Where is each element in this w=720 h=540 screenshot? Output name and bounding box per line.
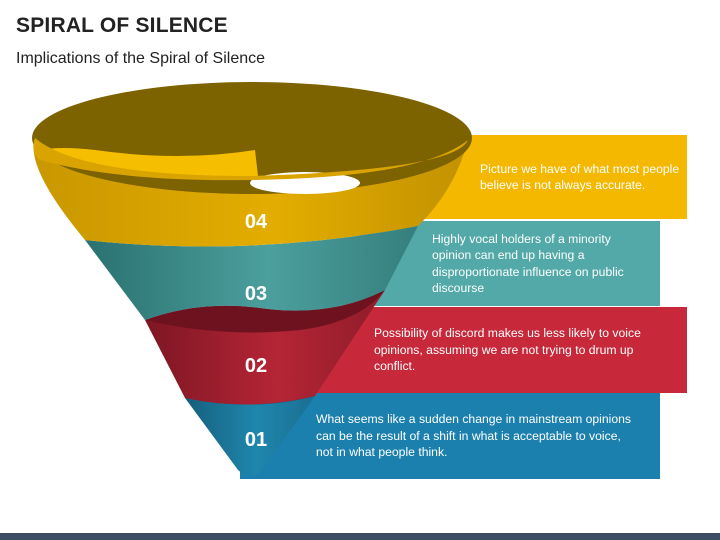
funnel-level-02: 02 (145, 290, 385, 405)
level-01-text: What seems like a sudden change in mains… (316, 412, 632, 460)
page-title: SPIRAL OF SILENCE (16, 14, 228, 37)
level-02-box: Possibility of discord makes us less lik… (300, 307, 687, 393)
level-03-number: 03 (245, 283, 267, 305)
level-03-text: Highly vocal holders of a minority opini… (432, 231, 624, 296)
bottom-bar (0, 533, 720, 540)
level-02-number: 02 (245, 355, 267, 377)
level-01-box: What seems like a sudden change in mains… (240, 393, 660, 479)
level-04-number: 04 (245, 211, 268, 233)
funnel-level-04: 04 (32, 82, 472, 247)
level-01-number: 01 (245, 429, 267, 451)
level-04-text: Picture we have of what most people beli… (480, 161, 680, 193)
level-02-text: Possibility of discord makes us less lik… (374, 326, 641, 374)
funnel-level-03: 03 (85, 226, 418, 320)
page-subtitle: Implications of the Spiral of Silence (16, 50, 266, 67)
